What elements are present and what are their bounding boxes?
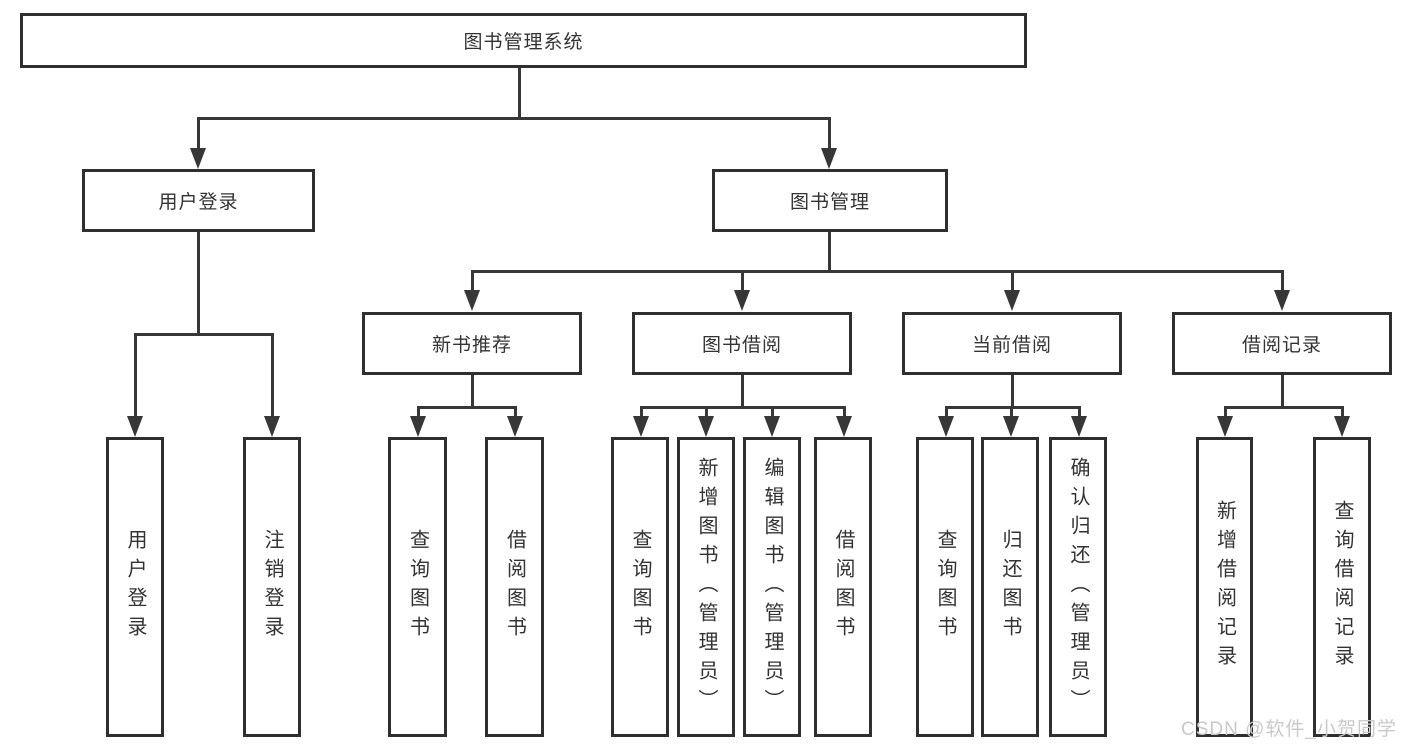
connector-drop-current-borrow [1010,271,1014,291]
connector-book-management-stem [827,232,831,273]
leaf-query-book-borrow: 查询图书 [611,437,669,737]
leaf-label: 借阅图书 [503,529,526,645]
arrow-down-icon [633,416,649,437]
leaf-borrow-book: 借阅图书 [814,437,872,737]
leaf-label: 新增借阅记录 [1213,500,1236,674]
connector-drop-book-management [827,118,831,150]
node-book-borrow: 图书借阅 [632,312,852,375]
leaf-label: 归还图书 [999,529,1021,645]
arrow-down-icon [464,290,480,311]
connector-drop [1077,407,1081,416]
node-current-borrow: 当前借阅 [902,312,1122,375]
leaf-query-book-current: 查询图书 [916,437,974,737]
connector-drop [416,407,420,416]
arrow-down-icon [127,416,143,437]
connector-drop-new-book-recommend [470,271,474,291]
leaf-edit-book-admin: 编辑图书（管理员） [743,437,801,737]
leaf-confirm-return-admin: 确认归还（管理员） [1049,437,1107,737]
leaf-label: 用户登录 [124,529,146,645]
connector-borrow-record-rail [1223,405,1344,409]
node-new-book-recommend: 新书推荐 [362,312,582,375]
connector-drop [1340,407,1344,416]
leaf-label: 借阅图书 [832,529,854,645]
arrow-down-icon [1004,290,1020,311]
leaf-add-borrow-record: 新增借阅记录 [1196,437,1253,737]
connector-drop-borrow-record [1280,271,1284,291]
node-label: 借阅记录 [1241,335,1322,356]
leaf-query-borrow-record: 查询借阅记录 [1313,437,1371,737]
leaf-label: 新增图书（管理员） [695,456,717,718]
arrow-down-icon [836,416,852,437]
connector-borrow-record-stem [1280,375,1284,407]
arrow-down-icon [821,148,837,169]
leaf-label: 查询借阅记录 [1331,500,1353,674]
connector-current-borrow-stem [1010,375,1014,407]
leaf-label: 注销登录 [261,529,283,645]
connector-drop [704,407,708,416]
connector-book-borrow-rail [639,405,846,409]
connector-book-management-rail [470,269,1284,273]
arrow-down-icon [734,290,750,311]
connector-book-borrow-stem [740,375,744,407]
leaf-borrow-book-recommend: 借阅图书 [485,437,544,737]
node-label: 图书管理系统 [463,32,584,53]
arrow-down-icon [507,416,523,437]
leaf-label: 查询图书 [934,529,956,645]
connector-drop [1009,407,1013,416]
leaf-label: 查询图书 [406,529,429,645]
connector-new-book-recommend-rail [416,405,517,409]
node-borrow-record: 借阅记录 [1172,312,1392,375]
connector-current-borrow-rail [944,405,1081,409]
arrow-down-icon [1274,290,1290,311]
arrow-down-icon [1003,416,1019,437]
node-label: 用户登录 [158,192,239,213]
connector-drop [842,407,846,416]
arrow-down-icon [938,416,954,437]
arrow-down-icon [1334,416,1350,437]
leaf-return-book: 归还图书 [981,437,1039,737]
arrow-down-icon [190,148,206,169]
node-label: 当前借阅 [971,335,1052,356]
connector-drop-book-borrow [740,271,744,291]
leaf-user-login: 用户登录 [106,437,164,737]
arrow-down-icon [410,416,426,437]
node-label: 图书借阅 [701,335,782,356]
connector-drop-leaf-logout [270,334,274,416]
connector-drop [639,407,643,416]
leaf-logout: 注销登录 [243,437,301,737]
arrow-down-icon [264,416,280,437]
node-library-management-system: 图书管理系统 [20,13,1027,68]
connector-drop [944,407,948,416]
leaf-label: 查询图书 [629,529,651,645]
leaf-label: 确认归还（管理员） [1067,456,1089,718]
connector-new-book-recommend-stem [470,375,474,407]
connector-drop [513,407,517,416]
connector-user-login-stem [196,232,200,334]
connector-drop [1223,407,1227,416]
connector-user-login-rail [133,332,274,336]
arrow-down-icon [1071,416,1087,437]
connector-root-stem [517,68,521,118]
leaf-label: 编辑图书（管理员） [761,456,783,718]
node-book-management: 图书管理 [712,169,948,232]
connector-drop-leaf-user-login [133,334,137,416]
arrow-down-icon [764,416,780,437]
arrow-down-icon [698,416,714,437]
connector-drop [770,407,774,416]
node-label: 新书推荐 [431,335,512,356]
arrow-down-icon [1217,416,1233,437]
leaf-query-book-recommend: 查询图书 [388,437,447,737]
connector-drop-user-login [196,118,200,150]
node-label: 图书管理 [789,192,870,213]
node-user-login: 用户登录 [82,169,315,232]
connector-root-rail [196,116,831,120]
leaf-add-book-admin: 新增图书（管理员） [677,437,735,737]
